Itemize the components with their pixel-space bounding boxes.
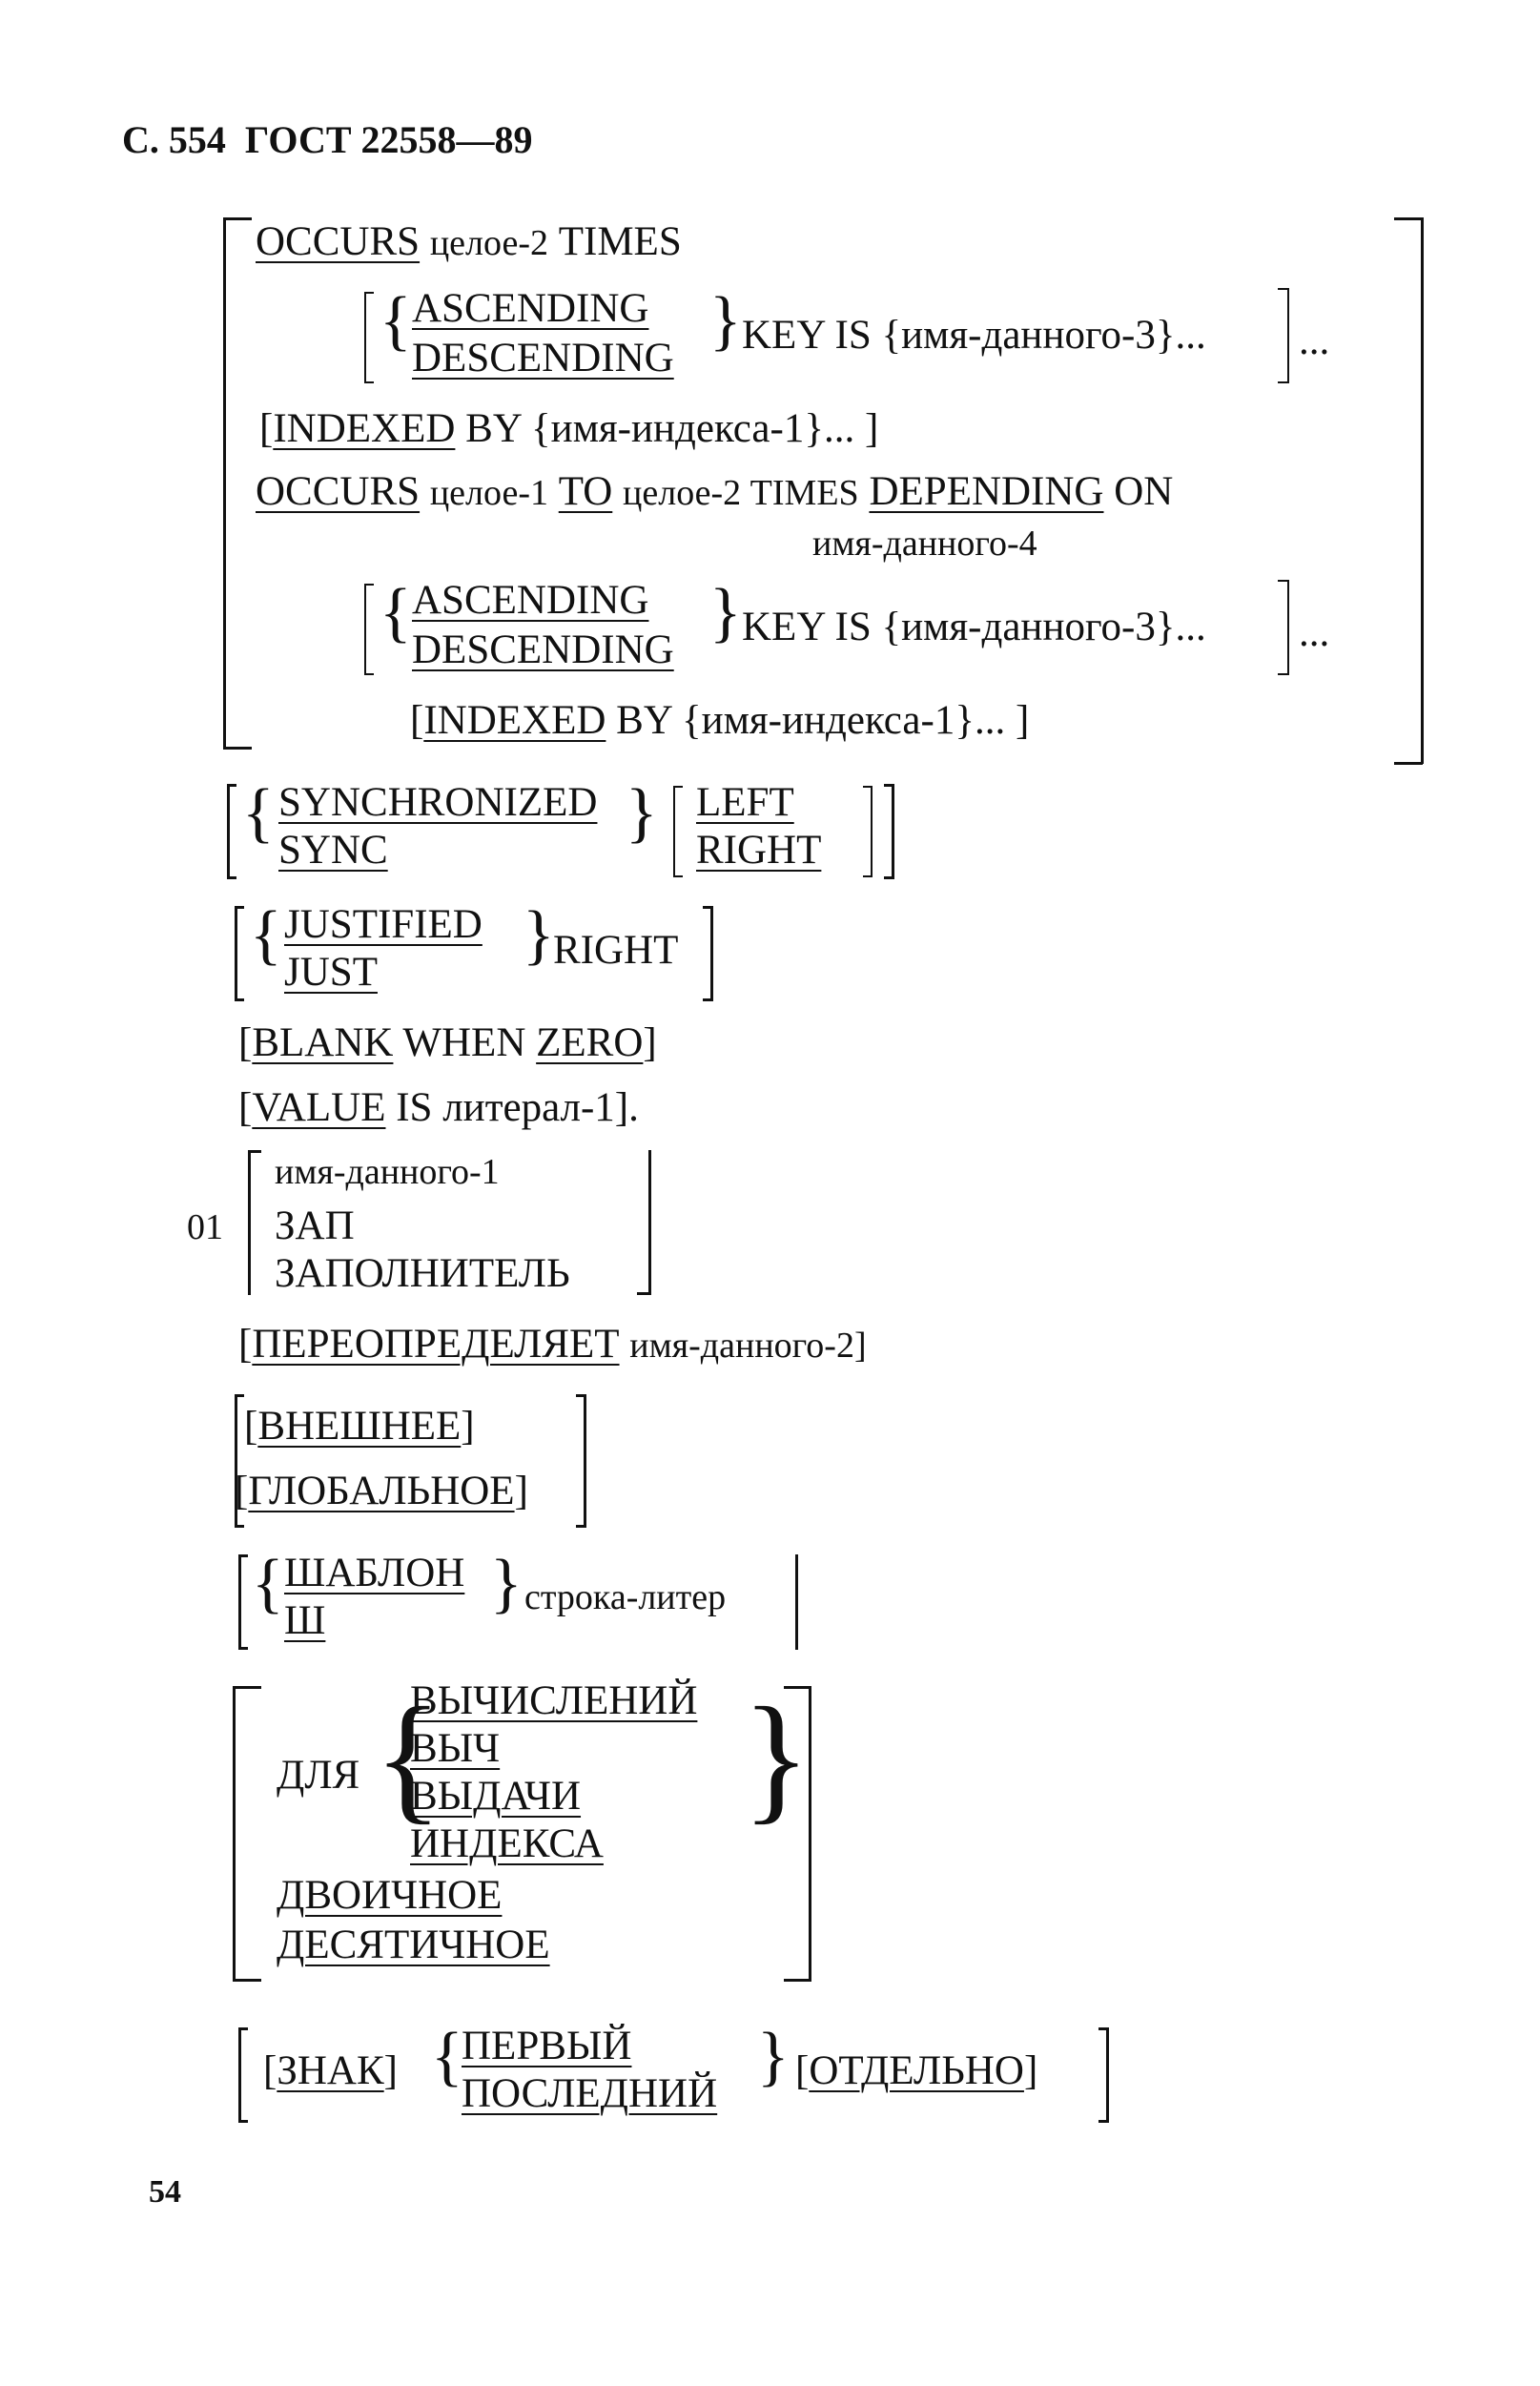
redefines-clause: [ПЕРЕОПРЕДЕЛЯЕТ имя-данного-2] <box>238 1322 867 1367</box>
data-name-4: имя-данного-4 <box>812 524 1037 564</box>
indexed-by-1: [INDEXED BY {имя-индекса-1}... ] <box>259 406 879 451</box>
ascending-keyword: ASCENDING <box>412 286 649 331</box>
occurs-line-2: OCCURS целое-1 TO целое-2 TIMES DEPENDIN… <box>256 469 1174 514</box>
standard-label: ГОСТ 22558—89 <box>244 118 533 161</box>
page-number: 54 <box>149 2174 181 2210</box>
page-label: С. 554 <box>122 118 226 161</box>
value-clause: [VALUE IS литерал-1]. <box>238 1085 639 1130</box>
indexed-by-2: [INDEXED BY {имя-индекса-1}... ] <box>410 698 1030 743</box>
key-is-clause: KEY IS {имя-данного-3}... <box>742 313 1206 358</box>
descending-keyword: DESCENDING <box>412 336 674 381</box>
level-number: 01 <box>187 1207 223 1247</box>
page-header: С. 554 ГОСТ 22558—89 <box>122 117 533 162</box>
occurs-line-1: OCCURS целое-2 TIMES <box>256 219 682 264</box>
blank-when-zero: [BLANK WHEN ZERO] <box>238 1020 657 1065</box>
